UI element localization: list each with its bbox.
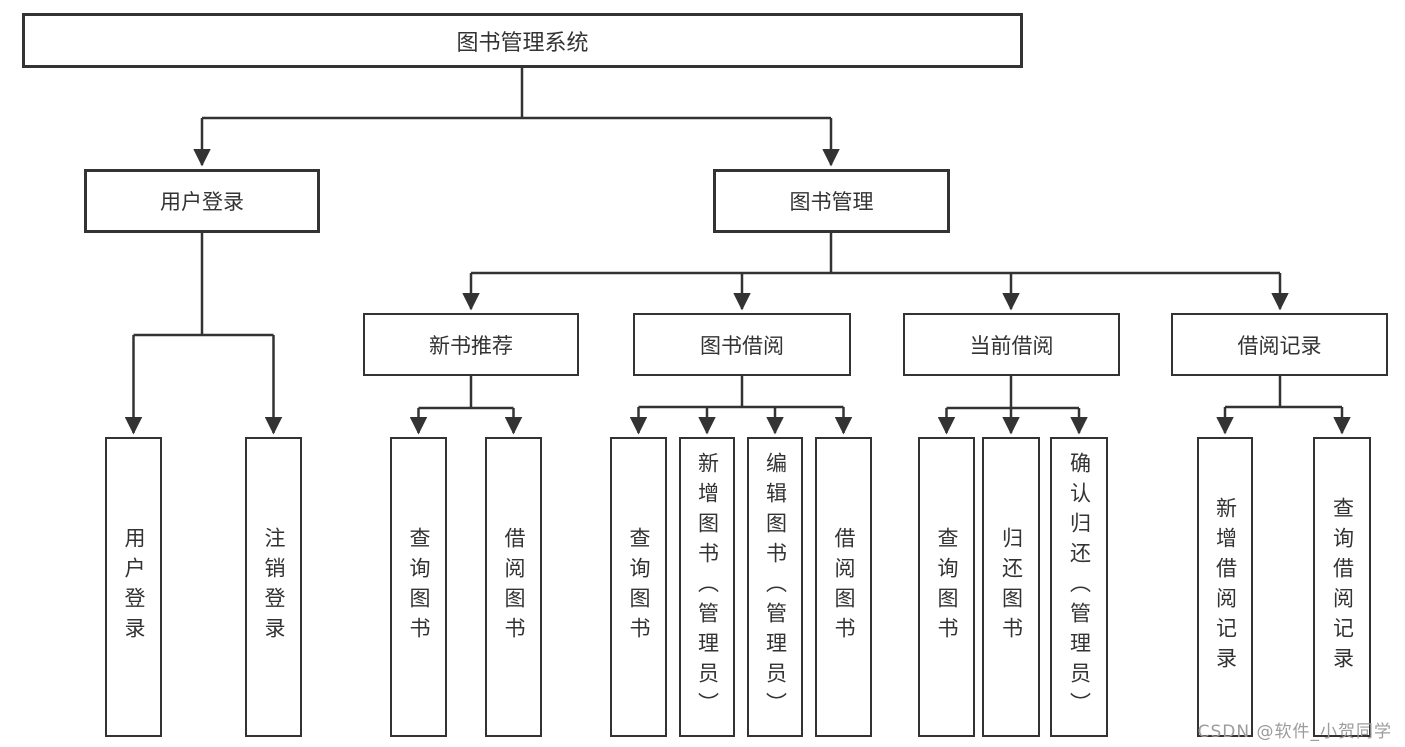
leaf-query-borrow-record: 查询借阅记录 — [1313, 437, 1371, 737]
leaf-add-borrow-record: 新增借阅记录 — [1197, 437, 1253, 737]
leaf-recommend-query-books: 查询图书 — [390, 437, 447, 737]
leaf-recommend-borrow-books: 借阅图书 — [485, 437, 542, 737]
leaf-return-books: 归还图书 — [982, 437, 1040, 737]
leaf-recommend-borrow-books-label: 借阅图书 — [502, 527, 527, 647]
leaf-add-book-admin-label: 新增图书（管理员） — [695, 452, 720, 722]
node-borrow-records: 借阅记录 — [1171, 313, 1388, 376]
leaf-recommend-query-books-label: 查询图书 — [407, 527, 432, 647]
leaf-borrow-borrow-books: 借阅图书 — [815, 437, 872, 737]
leaf-confirm-return-admin-label: 确认归还（管理员） — [1067, 452, 1092, 722]
leaf-edit-book-admin-label: 编辑图书（管理员） — [763, 452, 788, 722]
node-new-book-recommend: 新书推荐 — [363, 313, 579, 376]
node-user-login-label: 用户登录 — [160, 190, 244, 214]
leaf-add-borrow-record-label: 新增借阅记录 — [1213, 497, 1238, 677]
leaf-user-login: 用户登录 — [105, 437, 162, 737]
node-book-borrow-label: 图书借阅 — [700, 333, 784, 358]
leaf-add-book-admin: 新增图书（管理员） — [679, 437, 735, 737]
leaf-borrow-query-books-label: 查询图书 — [627, 527, 652, 647]
node-book-management: 图书管理 — [713, 169, 950, 233]
leaf-current-query-books-label: 查询图书 — [935, 527, 960, 647]
node-current-borrow: 当前借阅 — [903, 313, 1120, 376]
leaf-return-books-label: 归还图书 — [999, 527, 1024, 647]
leaf-query-borrow-record-label: 查询借阅记录 — [1330, 497, 1355, 677]
leaf-current-query-books: 查询图书 — [918, 437, 975, 737]
leaf-edit-book-admin: 编辑图书（管理员） — [747, 437, 803, 737]
node-book-management-label: 图书管理 — [789, 190, 874, 214]
node-current-borrow-label: 当前借阅 — [969, 333, 1054, 358]
leaf-logout-login: 注销登录 — [245, 437, 302, 737]
leaf-user-login-label: 用户登录 — [122, 527, 147, 647]
csdn-watermark: CSDN @软件_小贺同学 — [1197, 722, 1392, 742]
leaf-confirm-return-admin: 确认归还（管理员） — [1050, 437, 1108, 737]
node-book-management-system: 图书管理系统 — [22, 13, 1023, 68]
node-user-login: 用户登录 — [84, 169, 320, 233]
node-book-borrow: 图书借阅 — [633, 313, 851, 376]
leaf-borrow-query-books: 查询图书 — [610, 437, 667, 737]
node-book-management-system-label: 图书管理系统 — [456, 30, 589, 56]
node-borrow-records-label: 借阅记录 — [1237, 333, 1322, 358]
leaf-borrow-borrow-books-label: 借阅图书 — [832, 527, 857, 647]
leaf-logout-login-label: 注销登录 — [262, 527, 287, 647]
node-new-book-recommend-label: 新书推荐 — [429, 333, 513, 358]
